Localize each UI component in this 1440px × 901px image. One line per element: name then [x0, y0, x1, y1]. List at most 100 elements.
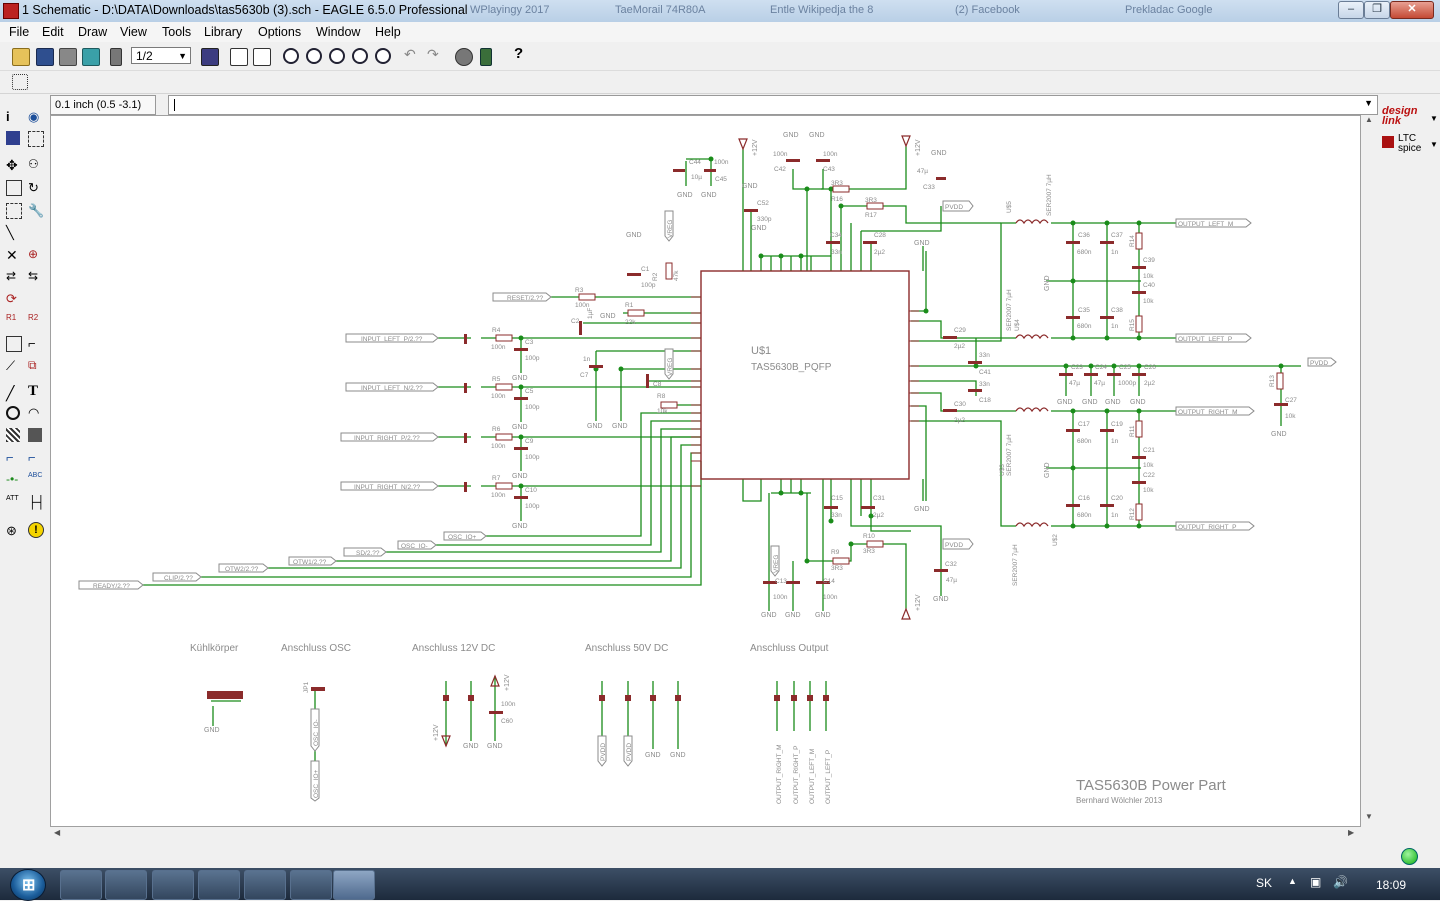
- menu-draw[interactable]: Draw: [78, 25, 108, 39]
- minimize-button[interactable]: –: [1338, 1, 1364, 19]
- taskbar-app[interactable]: [290, 870, 332, 900]
- show-hidden-icons-icon[interactable]: ▲: [1288, 876, 1297, 886]
- volume-icon[interactable]: 🔊: [1333, 875, 1348, 889]
- circle-icon[interactable]: [6, 406, 20, 420]
- display-icon[interactable]: [6, 131, 20, 145]
- invoke-icon[interactable]: ⧉: [28, 358, 37, 372]
- menu-options[interactable]: Options: [258, 25, 302, 39]
- menu-tools[interactable]: Tools: [162, 25, 192, 39]
- dimension-icon[interactable]: ├┤: [28, 495, 46, 509]
- junction-icon[interactable]: -•-: [6, 472, 19, 486]
- gateswap-icon[interactable]: ⇆: [28, 269, 39, 283]
- erc-icon[interactable]: ⊛: [6, 523, 17, 538]
- errors-icon[interactable]: !: [28, 522, 44, 538]
- rect-icon[interactable]: [6, 428, 20, 442]
- add-icon[interactable]: ⊕: [28, 247, 39, 261]
- arc-icon[interactable]: ◠: [28, 405, 40, 420]
- sheet-select[interactable]: 1/2 ▼: [131, 47, 191, 64]
- taskbar-explorer[interactable]: [60, 870, 102, 900]
- rotate-icon[interactable]: ↻: [28, 180, 39, 195]
- taskbar-media-player[interactable]: [105, 870, 147, 900]
- net-icon[interactable]: ⌐: [28, 450, 36, 465]
- taskbar-chrome[interactable]: [152, 870, 194, 900]
- close-button[interactable]: ✕: [1390, 1, 1434, 19]
- designlink-logo[interactable]: design link: [1382, 105, 1418, 127]
- zoom-in-icon[interactable]: [306, 48, 322, 64]
- grid-icon[interactable]: [12, 74, 28, 90]
- ic-body[interactable]: [700, 270, 910, 480]
- zoom-redraw-icon[interactable]: [352, 48, 368, 64]
- info-icon[interactable]: i: [6, 109, 10, 124]
- menu-help[interactable]: Help: [375, 25, 401, 39]
- menu-window[interactable]: Window: [316, 25, 361, 39]
- ltspice-button[interactable]: LTC spice: [1398, 133, 1422, 154]
- stop-icon[interactable]: [455, 48, 473, 66]
- zoom-select-icon[interactable]: [375, 48, 391, 64]
- scroll-up-icon[interactable]: ▲: [1365, 115, 1373, 124]
- redo-icon[interactable]: ↷: [427, 46, 439, 62]
- chevron-down-icon[interactable]: ▼: [1430, 140, 1438, 149]
- text-icon[interactable]: T: [28, 383, 39, 399]
- chevron-down-icon[interactable]: ▼: [1364, 98, 1373, 108]
- name-icon[interactable]: R1: [6, 313, 17, 322]
- change-icon[interactable]: 🔧: [28, 203, 45, 218]
- smash-icon[interactable]: [6, 336, 22, 352]
- save-icon[interactable]: [36, 48, 54, 66]
- menu-file[interactable]: File: [9, 25, 30, 39]
- undo-icon[interactable]: ↶: [404, 46, 416, 62]
- group-icon[interactable]: [6, 203, 22, 219]
- delete-icon[interactable]: ✕: [6, 247, 18, 263]
- ulp-icon[interactable]: [253, 48, 271, 66]
- move-icon[interactable]: ✥: [6, 157, 18, 173]
- show-icon[interactable]: ◉: [28, 109, 40, 124]
- attribute-icon[interactable]: ATT: [6, 495, 19, 502]
- value-icon[interactable]: R2: [28, 313, 39, 322]
- miter-icon[interactable]: ⌐: [28, 336, 36, 351]
- wire-icon[interactable]: ╱: [6, 385, 15, 401]
- net-label-texts: RESET/2.?? INPUT_LEFT_P/2.?? INPUT_LEFT_…: [93, 204, 1328, 804]
- value-33n: 33n: [979, 352, 990, 359]
- component-values: 100n 10µ 100n 100n 47µ 330p 33n 2µ2 100p…: [491, 151, 1296, 708]
- chevron-down-icon[interactable]: ▼: [1430, 114, 1438, 123]
- taskbar-skype[interactable]: [198, 870, 240, 900]
- label-icon[interactable]: ABC: [28, 472, 43, 479]
- menu-view[interactable]: View: [120, 25, 147, 39]
- language-indicator[interactable]: SK: [1256, 876, 1273, 890]
- script-icon[interactable]: [230, 48, 248, 66]
- sheets-icon[interactable]: [110, 48, 122, 66]
- clock[interactable]: 18:09: [1376, 878, 1407, 892]
- print-icon[interactable]: [59, 48, 77, 66]
- label-output-right-p: OUTPUT_RIGHT_P: [1178, 524, 1237, 531]
- split-icon[interactable]: ⟋: [6, 358, 16, 373]
- go-icon[interactable]: [480, 48, 492, 66]
- cam-processor-icon[interactable]: [82, 48, 100, 66]
- command-input[interactable]: ▼: [168, 95, 1378, 115]
- network-icon[interactable]: ▣: [1310, 875, 1322, 889]
- taskbar-eagle[interactable]: [333, 870, 375, 900]
- polygon-icon[interactable]: [28, 428, 42, 442]
- start-button[interactable]: ⊞: [10, 869, 46, 901]
- menu-library[interactable]: Library: [204, 25, 243, 39]
- bus-icon[interactable]: ⌐: [6, 450, 14, 465]
- vertical-scrollbar[interactable]: ▲ ▼: [1361, 115, 1377, 827]
- scroll-down-icon[interactable]: ▼: [1365, 812, 1373, 821]
- open-icon[interactable]: [12, 48, 30, 66]
- paste-icon[interactable]: ╲: [6, 225, 14, 240]
- scroll-right-icon[interactable]: ▶: [1348, 828, 1355, 837]
- replace-icon[interactable]: ⟳: [6, 291, 17, 306]
- mark-icon[interactable]: [28, 131, 44, 147]
- value-47u: 1000p: [1118, 380, 1136, 387]
- copy-icon[interactable]: ⚇: [28, 157, 39, 171]
- menu-edit[interactable]: Edit: [42, 25, 64, 39]
- zoom-fit-icon[interactable]: [283, 48, 299, 64]
- scroll-left-icon[interactable]: ◀: [54, 828, 61, 837]
- taskbar-app[interactable]: [244, 870, 286, 900]
- maximize-button[interactable]: ❐: [1364, 1, 1390, 19]
- help-icon[interactable]: ?: [514, 45, 524, 62]
- horizontal-scrollbar[interactable]: ◀ ▶: [50, 827, 1361, 839]
- use-library-icon[interactable]: [201, 48, 219, 66]
- mirror-icon[interactable]: [6, 180, 22, 196]
- schematic-canvas[interactable]: U$1 TAS5630B_PQFP: [50, 115, 1361, 827]
- pinswap-icon[interactable]: ⇄: [6, 269, 17, 283]
- zoom-out-icon[interactable]: [329, 48, 345, 64]
